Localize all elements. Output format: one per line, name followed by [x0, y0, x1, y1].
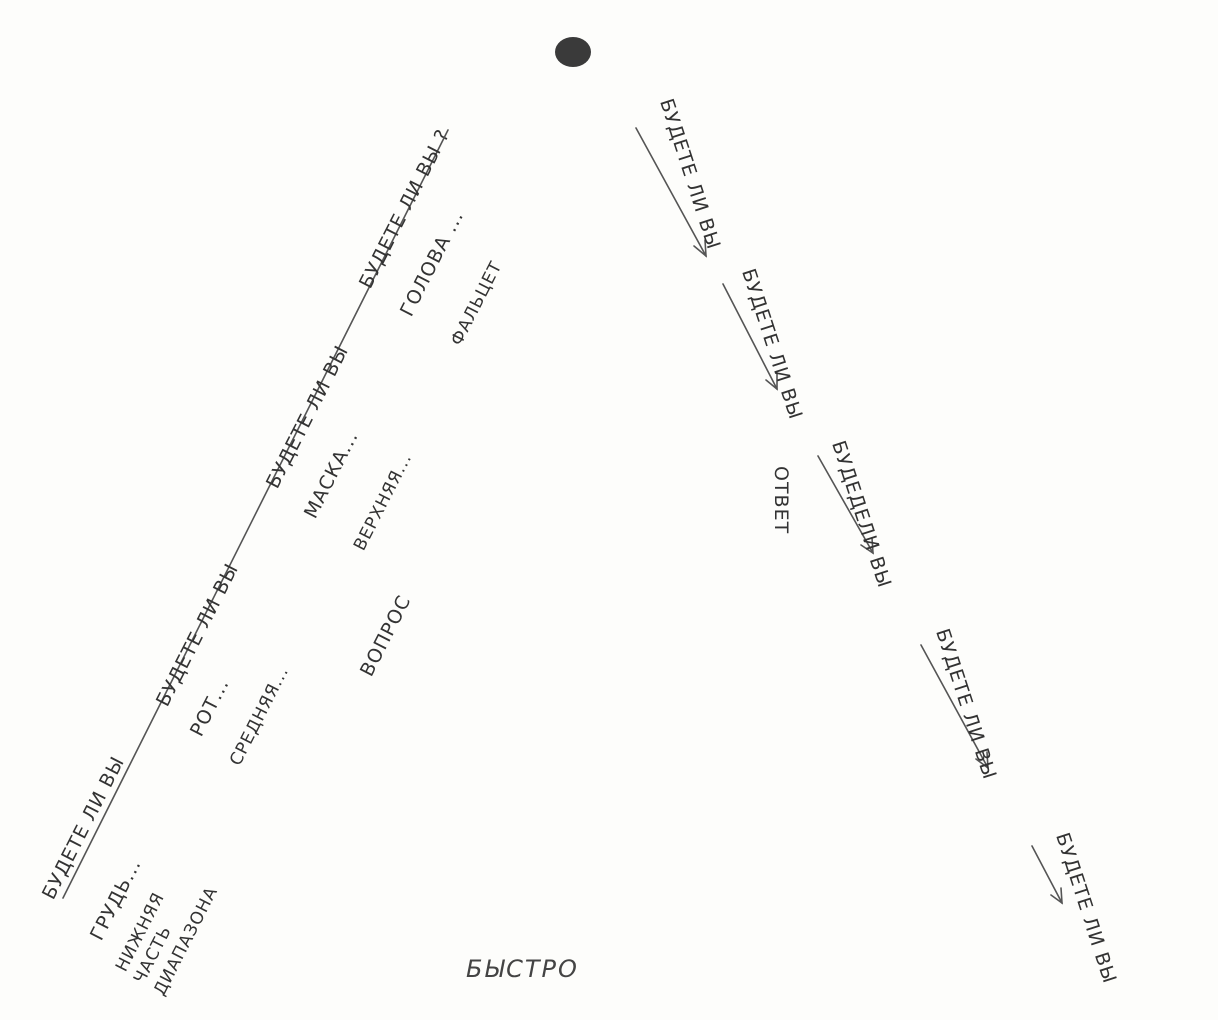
- right-arrow-2: [722, 283, 778, 391]
- apex-dot: [555, 37, 591, 67]
- bottom-word-fast: БЫСТРО: [466, 955, 579, 983]
- right-arrow-4: [920, 644, 989, 770]
- inner-word-answer: ОТВЕТ: [770, 466, 792, 535]
- right-arrow-3: [817, 455, 874, 555]
- right-arrow-5: [1031, 845, 1063, 905]
- right-arrow-1: [635, 127, 707, 258]
- left-arm-baseline: [62, 129, 449, 899]
